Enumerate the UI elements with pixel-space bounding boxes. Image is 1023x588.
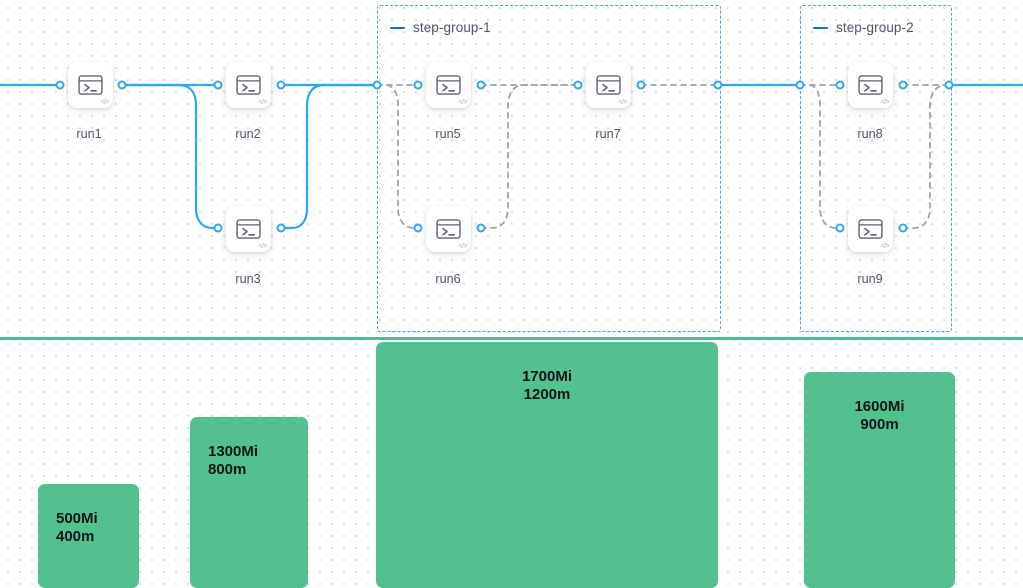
in-handle-run2[interactable] <box>213 80 223 90</box>
code-icon: </> <box>618 99 627 106</box>
terminal-icon <box>436 75 461 95</box>
out-handle-run7[interactable] <box>636 80 646 90</box>
node-run3[interactable]: </> <box>226 206 271 252</box>
node-run9[interactable]: </> <box>848 206 893 252</box>
step-group-1-box[interactable]: step-group-1 <box>377 5 721 332</box>
terminal-icon <box>596 75 621 95</box>
node-label-run5: run5 <box>435 127 461 141</box>
in-handle-run1[interactable] <box>55 80 65 90</box>
resource-bar-label-bar-3: 1700Mi 1200m <box>521 368 573 403</box>
code-icon: </> <box>258 243 267 250</box>
group2-exit-handle[interactable] <box>944 80 954 90</box>
in-handle-run8[interactable] <box>835 80 845 90</box>
step-group-1-label: step-group-1 <box>413 20 491 35</box>
minus-icon[interactable] <box>390 26 405 29</box>
code-icon: </> <box>458 99 467 106</box>
edge-run1-to-run3 <box>120 83 220 230</box>
edge-run3-to-group1 <box>279 83 379 230</box>
out-handle-run5[interactable] <box>476 80 486 90</box>
out-handle-run3[interactable] <box>276 223 286 233</box>
group1-entry-handle[interactable] <box>372 80 382 90</box>
out-handle-run8[interactable] <box>898 80 908 90</box>
out-handle-run1[interactable] <box>117 80 127 90</box>
group1-exit-handle[interactable] <box>713 80 723 90</box>
node-label-run2: run2 <box>235 127 261 141</box>
resource-bar-bar-3[interactable]: 1700Mi 1200m <box>376 342 718 588</box>
step-group-2-label: step-group-2 <box>836 20 914 35</box>
step-group-2-box[interactable]: step-group-2 <box>800 5 952 332</box>
resource-bar-bar-1[interactable]: 500Mi 400m <box>38 484 139 588</box>
code-icon: </> <box>258 99 267 106</box>
resource-bar-bar-4[interactable]: 1600Mi 900m <box>804 372 955 588</box>
resource-bar-bar-2[interactable]: 1300Mi 800m <box>190 417 308 588</box>
group2-entry-handle[interactable] <box>795 80 805 90</box>
terminal-icon <box>236 219 261 239</box>
node-label-run7: run7 <box>595 127 621 141</box>
node-run1[interactable]: </> <box>68 62 113 108</box>
terminal-icon <box>858 75 883 95</box>
in-handle-run6[interactable] <box>413 223 423 233</box>
minus-icon[interactable] <box>813 26 828 29</box>
step-group-1-header[interactable]: step-group-1 <box>390 20 491 35</box>
terminal-icon <box>78 75 103 95</box>
node-label-run3: run3 <box>235 272 261 286</box>
node-run8[interactable]: </> <box>848 62 893 108</box>
node-run5[interactable]: </> <box>426 62 471 108</box>
resource-bar-label-bar-2: 1300Mi 800m <box>208 443 259 478</box>
node-label-run8: run8 <box>857 127 883 141</box>
terminal-icon <box>858 219 883 239</box>
in-handle-run9[interactable] <box>835 223 845 233</box>
node-run2[interactable]: </> <box>226 62 271 108</box>
terminal-icon <box>436 219 461 239</box>
resource-divider <box>0 337 1023 340</box>
terminal-icon <box>236 75 261 95</box>
code-icon: </> <box>458 243 467 250</box>
node-label-run6: run6 <box>435 272 461 286</box>
in-handle-run5[interactable] <box>413 80 423 90</box>
resource-bar-label-bar-4: 1600Mi 900m <box>854 398 905 433</box>
in-handle-run7[interactable] <box>573 80 583 90</box>
code-icon: </> <box>100 99 109 106</box>
code-icon: </> <box>880 243 889 250</box>
node-run6[interactable]: </> <box>426 206 471 252</box>
out-handle-run6[interactable] <box>476 223 486 233</box>
in-handle-run3[interactable] <box>213 223 223 233</box>
out-handle-run9[interactable] <box>898 223 908 233</box>
code-icon: </> <box>880 99 889 106</box>
node-label-run1: run1 <box>76 127 102 141</box>
step-group-2-header[interactable]: step-group-2 <box>813 20 914 35</box>
node-run7[interactable]: </> <box>586 62 631 108</box>
out-handle-run2[interactable] <box>276 80 286 90</box>
node-label-run9: run9 <box>857 272 883 286</box>
resource-bar-label-bar-1: 500Mi 400m <box>56 510 98 545</box>
